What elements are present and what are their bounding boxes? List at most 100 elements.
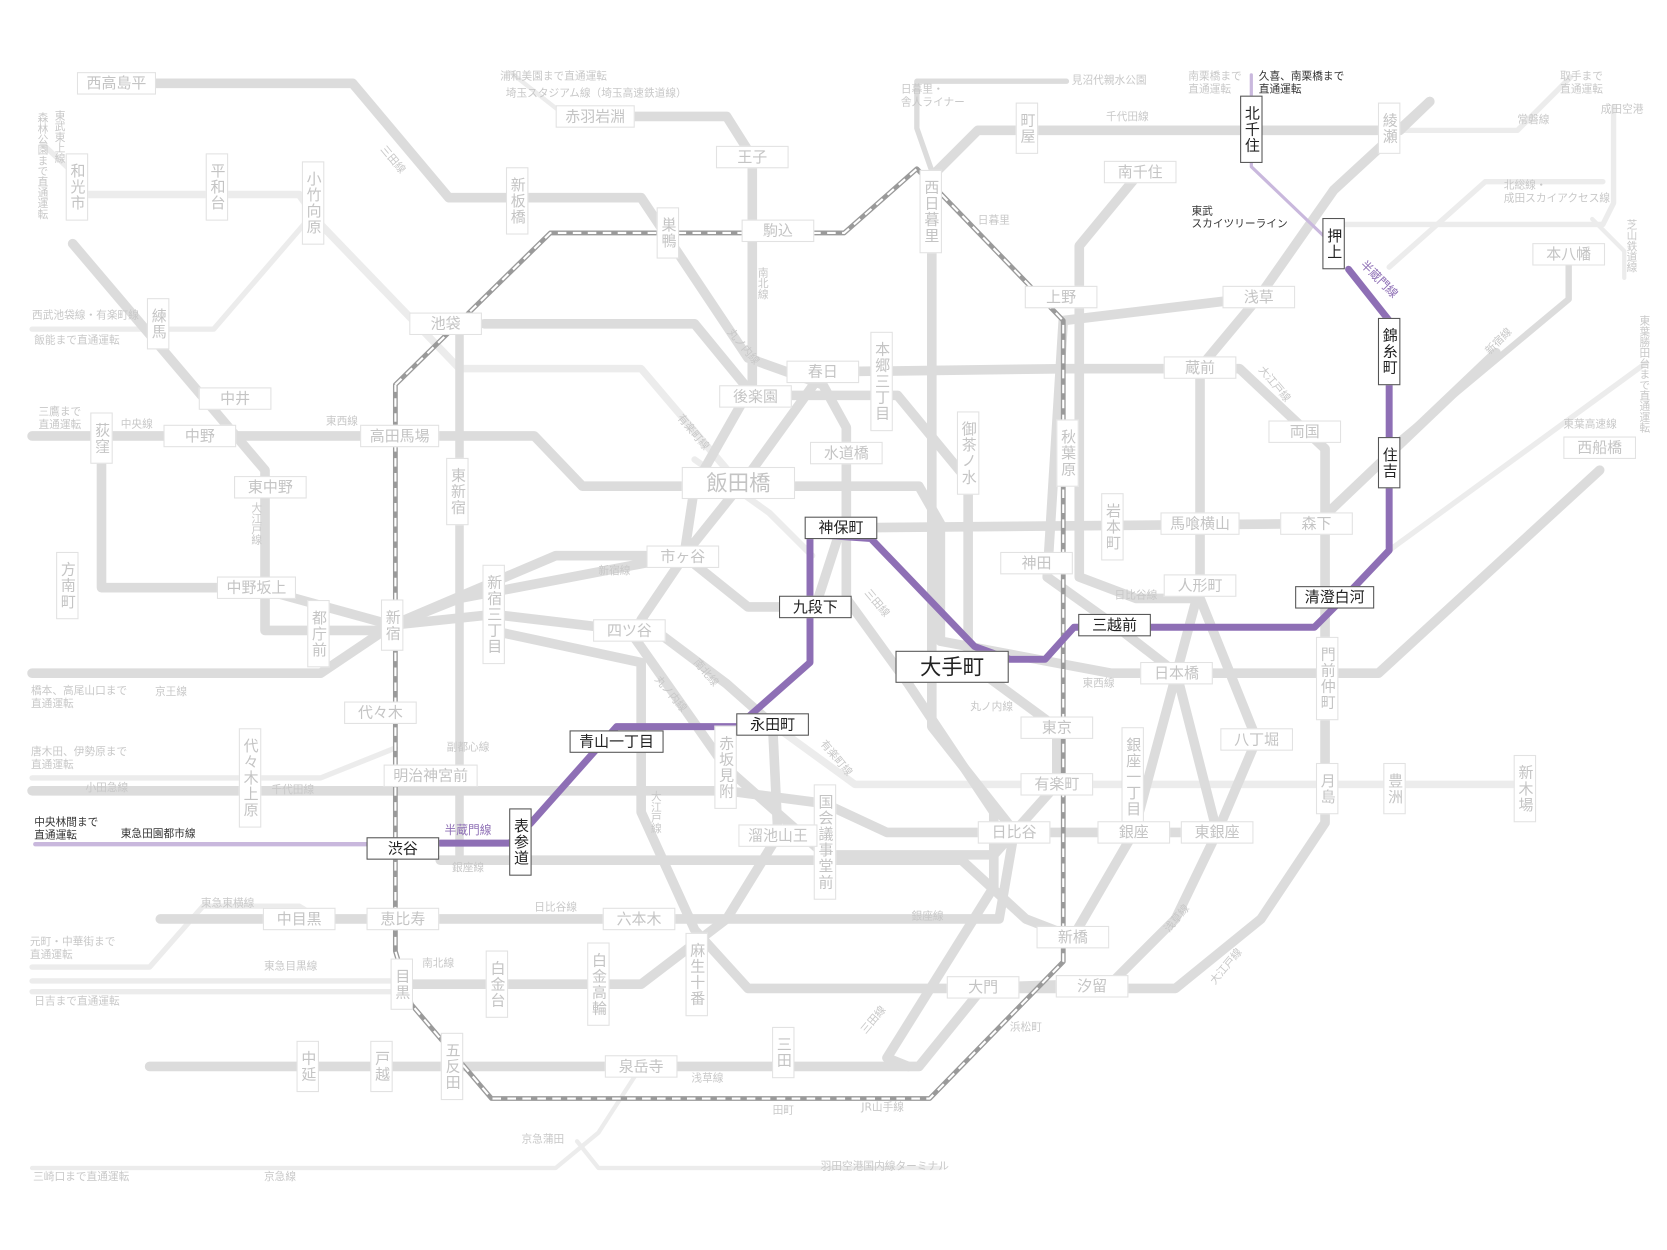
station-sumiyoshi[interactable]: 住吉: [1377, 437, 1401, 489]
station-higashi-shinjuku[interactable]: 東新宿: [446, 457, 469, 526]
station-hibiya[interactable]: 日比谷: [977, 821, 1051, 844]
station-suidobashi[interactable]: 水道橋: [809, 441, 883, 465]
station-shinjuku-sanchome[interactable]: 新宿三丁目: [482, 564, 505, 665]
station-shin-kiba[interactable]: 新木場: [1513, 754, 1537, 823]
station-kuramae[interactable]: 蔵前: [1163, 356, 1237, 379]
station-yotsuya[interactable]: 四ツ谷: [593, 619, 666, 642]
station-akabane-iwabuchi[interactable]: 赤羽岩淵: [555, 105, 635, 128]
station-tochomae[interactable]: 都庁前: [307, 600, 330, 668]
station-shin-itabashi[interactable]: 新板橋: [505, 167, 529, 235]
station-hongo-sanchome[interactable]: 本郷三丁目: [870, 331, 893, 432]
station-higashi-nakano[interactable]: 東中野: [234, 476, 307, 499]
station-tsukishima[interactable]: 月島: [1315, 762, 1339, 815]
station-shiodome[interactable]: 汐留: [1055, 975, 1129, 998]
hokuso-line-2: [1386, 178, 1606, 270]
label-namboku-line-north: 南北線: [755, 267, 767, 300]
station-ebisu[interactable]: 恵比寿: [366, 907, 440, 931]
station-kasuga[interactable]: 春日: [786, 360, 860, 384]
station-omotesando[interactable]: 表参道: [509, 808, 532, 876]
station-wakoshi[interactable]: 和光市: [65, 153, 89, 221]
label-meguro-line: 東急目黒線: [263, 960, 318, 973]
station-morishita[interactable]: 森下: [1280, 512, 1353, 535]
station-shimbashi[interactable]: 新橋: [1036, 925, 1110, 949]
station-shibuya[interactable]: 渋谷: [366, 837, 440, 860]
station-otemachi[interactable]: 大手町: [895, 650, 1009, 683]
station-kotake-mukaihara[interactable]: 小竹向原: [301, 161, 325, 245]
station-sugamo[interactable]: 巣鴨: [656, 207, 680, 259]
station-ochanomizu[interactable]: 御茶ノ水: [956, 411, 980, 495]
station-nishi-funabashi[interactable]: 西船橋: [1563, 436, 1637, 459]
station-ogikubo[interactable]: 荻窪: [90, 412, 113, 464]
station-jimbocho[interactable]: 神保町: [804, 516, 878, 540]
station-meguro[interactable]: 目黒: [390, 958, 414, 1010]
station-daimon[interactable]: 大門: [946, 976, 1020, 999]
station-heiwadai[interactable]: 平和台: [205, 153, 229, 221]
station-nakai[interactable]: 中井: [198, 387, 272, 410]
station-nishitakashimadaira[interactable]: 西高島平: [76, 72, 157, 95]
station-motoyawata[interactable]: 本八幡: [1532, 243, 1606, 266]
station-asakusa[interactable]: 浅草: [1222, 285, 1296, 309]
station-ginza[interactable]: 銀座: [1097, 821, 1171, 844]
station-tameike-sanno[interactable]: 溜池山王: [738, 824, 818, 847]
station-sengakuji[interactable]: 泉岳寺: [604, 1055, 678, 1078]
station-iidabashi[interactable]: 飯田橋: [681, 466, 796, 500]
label-oedo-line-south: 大江戸線: [648, 790, 661, 834]
station-nagatacho[interactable]: 永田町: [736, 713, 809, 736]
station-ayase[interactable]: 綾瀬: [1377, 102, 1401, 154]
label-tozai-line-east: 東西線: [1082, 677, 1115, 690]
station-yoyogi[interactable]: 代々木: [344, 701, 417, 724]
station-aoyama-itchome[interactable]: 青山一丁目: [569, 730, 664, 753]
station-mita[interactable]: 三田: [772, 1026, 795, 1079]
station-honancho[interactable]: 方南町: [56, 551, 79, 620]
station-yoyogi-uehara[interactable]: 代々木上原: [238, 728, 262, 828]
station-shirokanedai[interactable]: 白金台: [485, 950, 509, 1018]
station-meiji-jingumae[interactable]: 明治神宮前: [383, 764, 478, 788]
station-shinjuku[interactable]: 新宿: [380, 599, 404, 651]
station-bakuro-yokoyama[interactable]: 馬喰横山: [1160, 512, 1240, 535]
station-nerima[interactable]: 練馬: [146, 298, 170, 350]
station-ikebukuro[interactable]: 池袋: [409, 312, 482, 336]
station-azabu-juban[interactable]: 麻生十番: [685, 932, 708, 1017]
station-oshiage[interactable]: 押上: [1322, 217, 1345, 270]
station-mitsukoshimae[interactable]: 三越前: [1078, 613, 1151, 637]
station-ueno[interactable]: 上野: [1024, 285, 1098, 309]
station-kanda[interactable]: 神田: [1000, 551, 1073, 575]
station-ginza-itchome[interactable]: 銀座一丁目: [1121, 727, 1144, 827]
station-komagome[interactable]: 駒込: [741, 219, 815, 243]
station-nakano[interactable]: 中野: [163, 424, 237, 448]
station-shirokane-takanawa[interactable]: 白金高輪: [587, 942, 610, 1026]
label-tobu-skytree-line: 東武 スカイツリーライン: [1191, 205, 1288, 230]
station-toyosu[interactable]: 豊洲: [1383, 762, 1406, 815]
station-takadanobaba[interactable]: 高田馬場: [360, 424, 440, 448]
station-kinshicho[interactable]: 錦糸町: [1377, 317, 1401, 386]
station-gotanda[interactable]: 五反田: [440, 1032, 464, 1101]
station-kudanshita[interactable]: 九段下: [779, 595, 852, 619]
station-roppongi[interactable]: 六本木: [602, 907, 676, 931]
station-kita-senju[interactable]: 北千住: [1240, 95, 1263, 163]
station-korakuen[interactable]: 後楽園: [719, 385, 792, 408]
station-ningyocho[interactable]: 人形町: [1163, 574, 1237, 597]
station-ryogoku[interactable]: 両国: [1268, 420, 1342, 443]
station-machiya[interactable]: 町屋: [1015, 102, 1039, 154]
station-kiyosumi-shirakawa[interactable]: 清澄白河: [1295, 586, 1375, 609]
station-minami-senju[interactable]: 南千住: [1103, 160, 1177, 184]
station-yurakucho[interactable]: 有楽町: [1020, 773, 1094, 796]
label-minami-kurihashi-through: 南栗橋まで 直通運転: [1188, 71, 1242, 96]
station-nihombashi[interactable]: 日本橋: [1140, 661, 1213, 685]
station-tokyo[interactable]: 東京: [1020, 716, 1094, 739]
station-oji[interactable]: 王子: [715, 145, 789, 169]
station-nakano-sakaue[interactable]: 中野坂上: [216, 576, 296, 599]
station-nakanobu[interactable]: 中延: [296, 1040, 319, 1093]
station-akasaka-mitsuke[interactable]: 赤坂見附: [714, 725, 737, 809]
station-monzen-nakacho[interactable]: 門前仲町: [1315, 636, 1339, 721]
label-tozai-line-west: 東西線: [325, 415, 358, 428]
station-higashi-ginza[interactable]: 東銀座: [1180, 821, 1254, 844]
station-ichigaya[interactable]: 市ヶ谷: [646, 545, 720, 568]
seibu-line: [29, 211, 316, 332]
station-akihabara[interactable]: 秋葉原: [1056, 419, 1079, 487]
station-iwamotocho[interactable]: 岩本町: [1101, 493, 1124, 561]
station-naka-meguro[interactable]: 中目黒: [262, 907, 336, 931]
station-nishi-nippori[interactable]: 西日暮里: [919, 169, 942, 254]
station-togoshi[interactable]: 戸越: [370, 1040, 393, 1093]
station-hatchobori[interactable]: 八丁堀: [1220, 728, 1293, 751]
